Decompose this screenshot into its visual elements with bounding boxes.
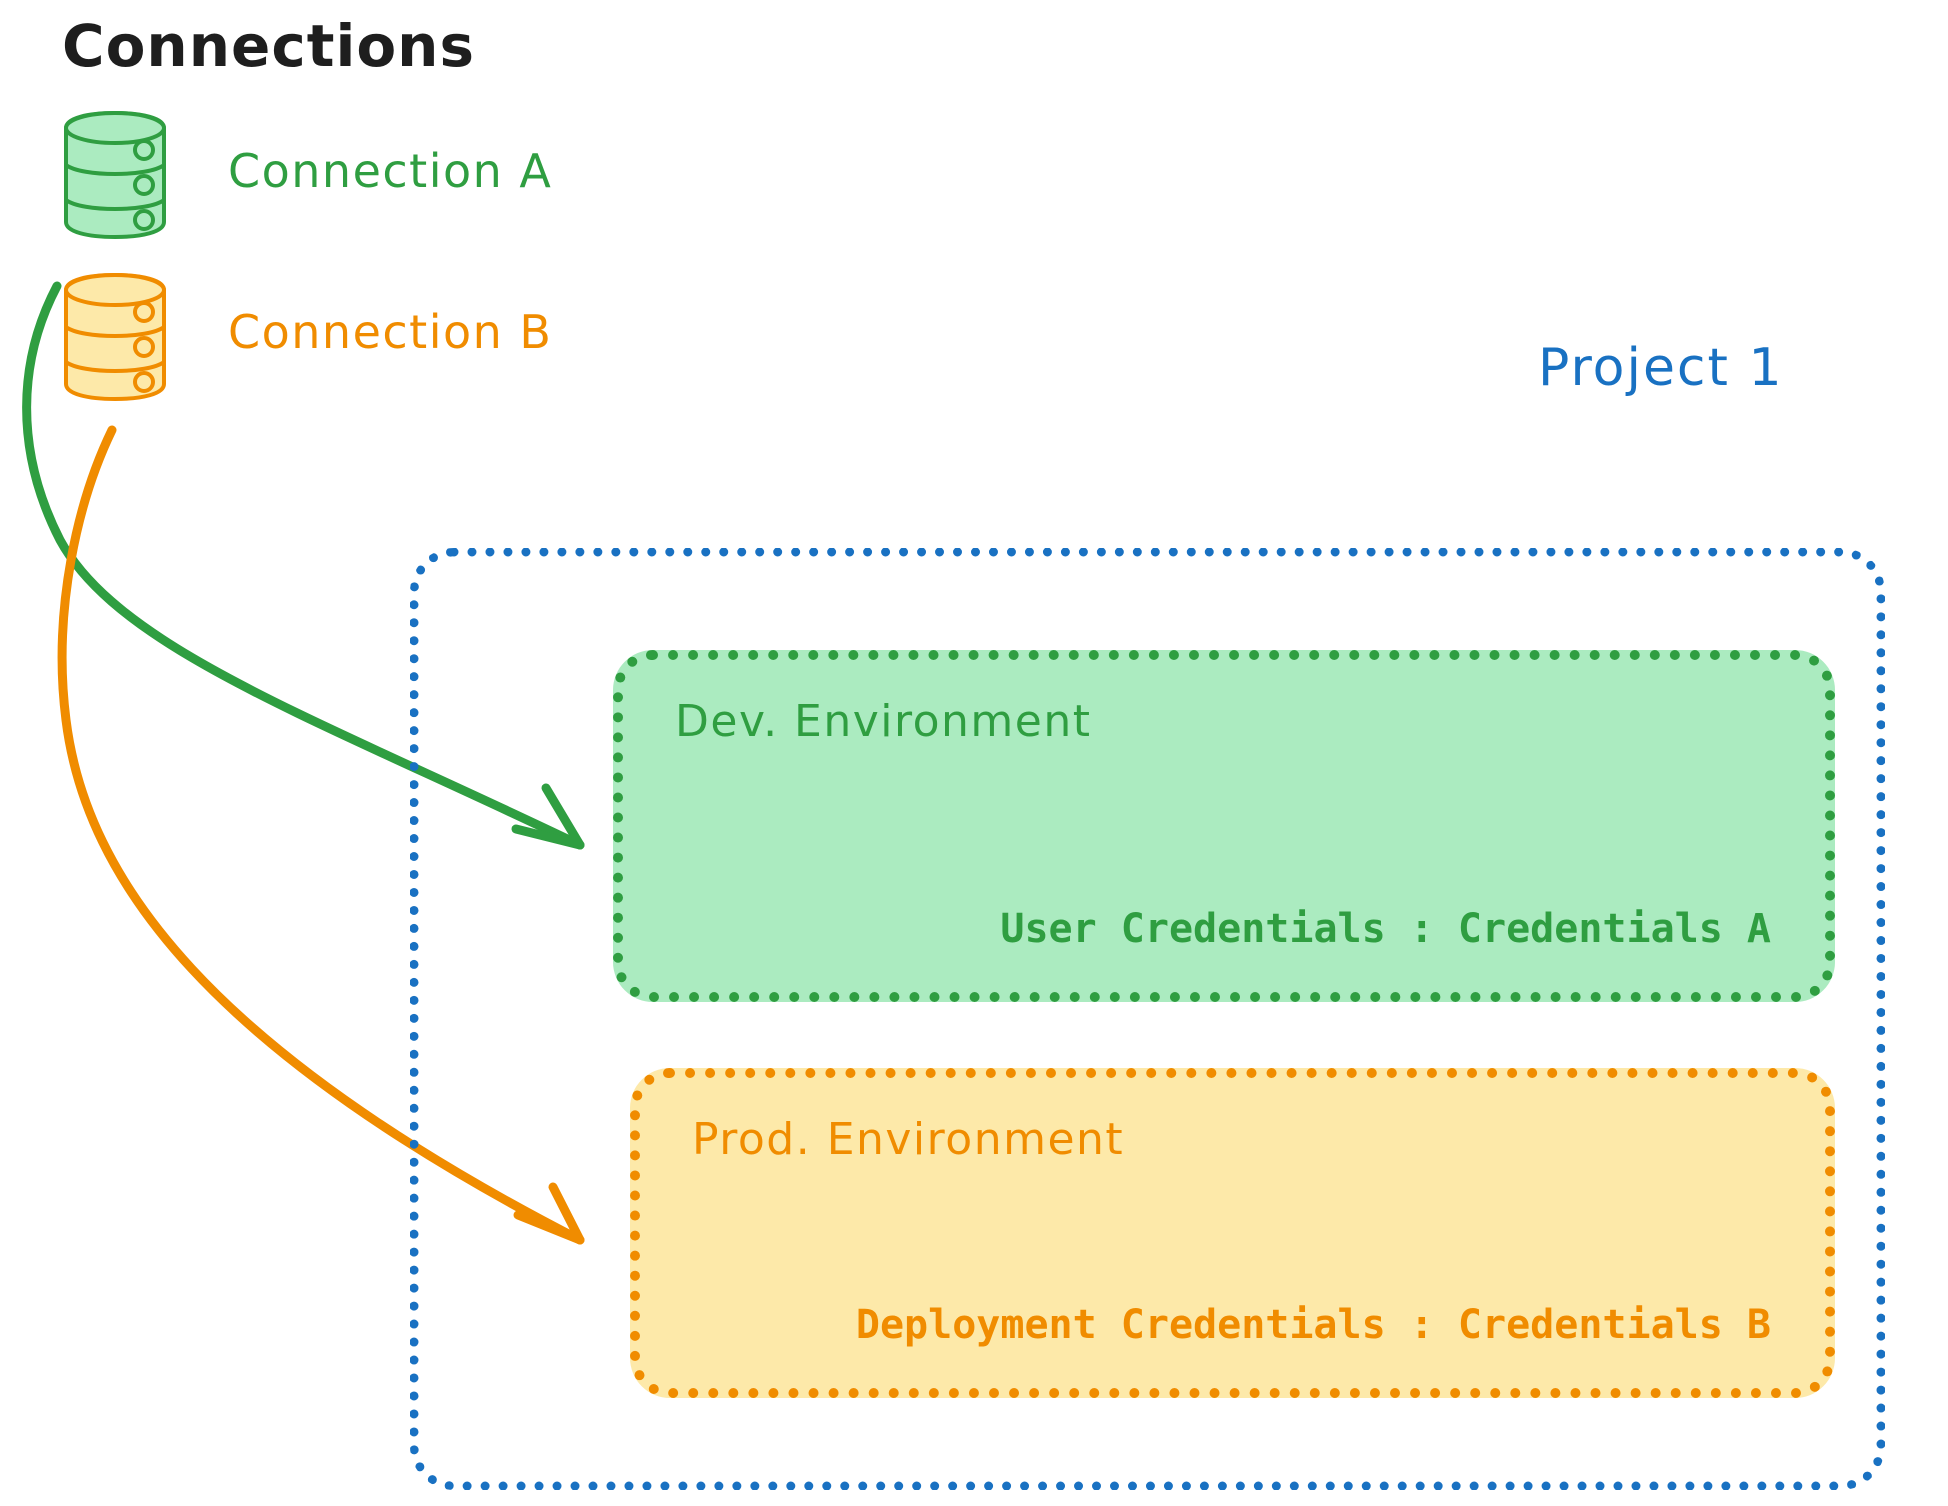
dev-environment-title: Dev. Environment [675, 696, 1092, 747]
prod-environment-box[interactable]: Prod. Environment Deployment Credentials… [630, 1068, 1835, 1398]
connections-heading: Connections [62, 12, 475, 80]
project-title: Project 1 [1538, 338, 1784, 398]
connection-b-label: Connection B [228, 305, 553, 359]
database-cylinder-icon[interactable] [58, 272, 188, 407]
project-container [410, 548, 1885, 1490]
prod-environment-credentials: Deployment Credentials : Credentials B [855, 1302, 1771, 1348]
connection-a-label: Connection A [228, 144, 553, 198]
dev-environment-credentials: User Credentials : Credentials A [1000, 906, 1771, 952]
prod-environment-title: Prod. Environment [692, 1114, 1125, 1165]
database-cylinder-icon[interactable] [58, 110, 188, 245]
dev-environment-box[interactable]: Dev. Environment User Credentials : Cred… [613, 650, 1835, 1002]
